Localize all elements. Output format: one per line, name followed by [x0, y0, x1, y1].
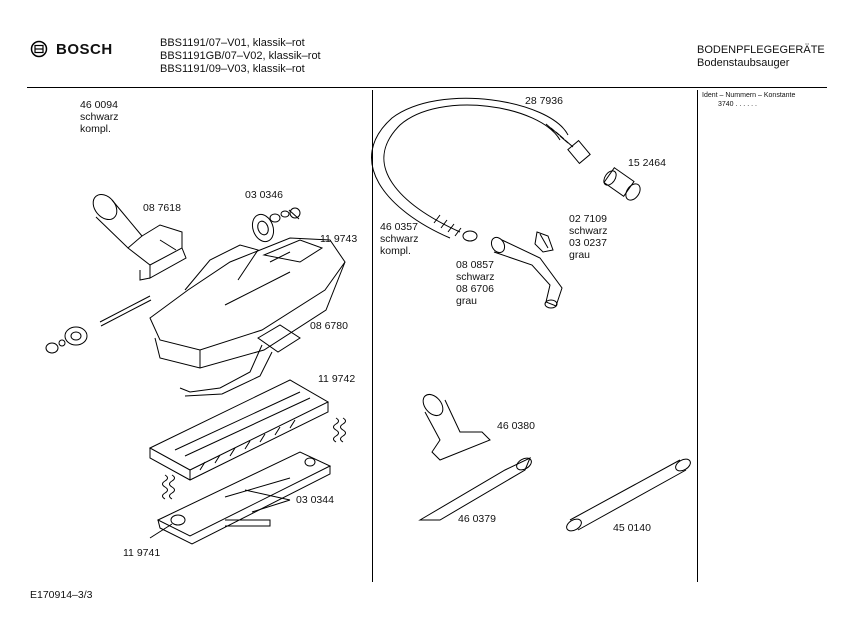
header-divider: [27, 87, 827, 88]
tube-450140-drawing: [565, 457, 693, 534]
part-label-119742: 11 9742: [318, 373, 356, 385]
nozzle-087618-drawing: [88, 190, 186, 280]
part-label-080857: 08 0857 schwarz 08 6706 grau: [456, 259, 495, 307]
part-label-460380: 46 0380: [497, 420, 535, 432]
ident-value: 3740: [718, 101, 734, 108]
part-label-450140: 45 0140: [613, 522, 651, 534]
category-title: BODENPFLEGEGERÄTE: [697, 44, 825, 56]
ident-block: Ident – Nummern – Konstante 3740 . . . .…: [702, 91, 795, 109]
part-label-027109: 02 7109 schwarz 03 0237 grau: [569, 213, 608, 261]
category-block: BODENPFLEGEGERÄTE Bodenstaubsauger: [697, 44, 825, 70]
lever-086780-drawing: [180, 325, 300, 396]
part-label-460357: 46 0357 schwarz kompl.: [380, 221, 419, 257]
model-list: BBS1191/07–V01, klassik–rot BBS1191GB/07…: [160, 37, 321, 76]
part-label-287936: 28 7936: [525, 95, 563, 107]
part-label-087618: 08 7618: [143, 202, 181, 214]
bosch-armature-icon: [30, 40, 48, 58]
connector-152464-drawing: [601, 168, 643, 203]
part-label-119741: 11 9741: [123, 547, 161, 559]
brand-logo: BOSCH: [30, 40, 113, 58]
springs-drawing: [163, 418, 346, 499]
handle-080857-drawing: [489, 235, 562, 308]
part-label-119743: 11 9743: [320, 233, 358, 245]
part-label-086780: 08 6780: [310, 320, 348, 332]
subcategory-title: Bodenstaubsauger: [697, 57, 790, 69]
brand-name: BOSCH: [56, 40, 113, 58]
part-label-030346: 03 0346: [245, 189, 283, 201]
part-label-152464: 15 2464: [628, 157, 666, 169]
part-label-460094: 46 0094 schwarz kompl.: [80, 99, 119, 135]
bottom-plate-119741-drawing: [158, 452, 330, 544]
ident-value-row: 3740 . . . . . .: [702, 100, 795, 109]
ident-title: Ident – Nummern – Konstante: [702, 92, 796, 99]
sole-plate-119742-drawing: [150, 380, 328, 480]
hose-287936-drawing: [372, 98, 591, 241]
floor-nozzle-119743-drawing: [150, 238, 345, 368]
model-line: BBS1191GB/07–V02, klassik–rot: [160, 50, 321, 62]
model-line: BBS1191/09–V03, klassik–rot: [160, 63, 305, 75]
clip-027109-drawing: [535, 232, 553, 252]
leader-lines-left: [150, 490, 290, 538]
column-divider-left: [372, 90, 373, 582]
ident-dots: . . . . . .: [735, 101, 757, 108]
part-label-030344: 03 0344: [296, 494, 334, 506]
part-label-460379: 46 0379: [458, 513, 496, 525]
model-line: BBS1191/07–V01, klassik–rot: [160, 37, 305, 49]
axle-wheel-drawing: [46, 296, 151, 353]
upholstery-nozzle-460380-drawing: [419, 391, 490, 460]
footer-code: E170914–3/3: [30, 589, 93, 601]
column-divider-right: [697, 90, 698, 582]
wheel-kit-030346-drawing: [249, 208, 300, 245]
crevice-tool-460379-drawing: [420, 456, 533, 520]
